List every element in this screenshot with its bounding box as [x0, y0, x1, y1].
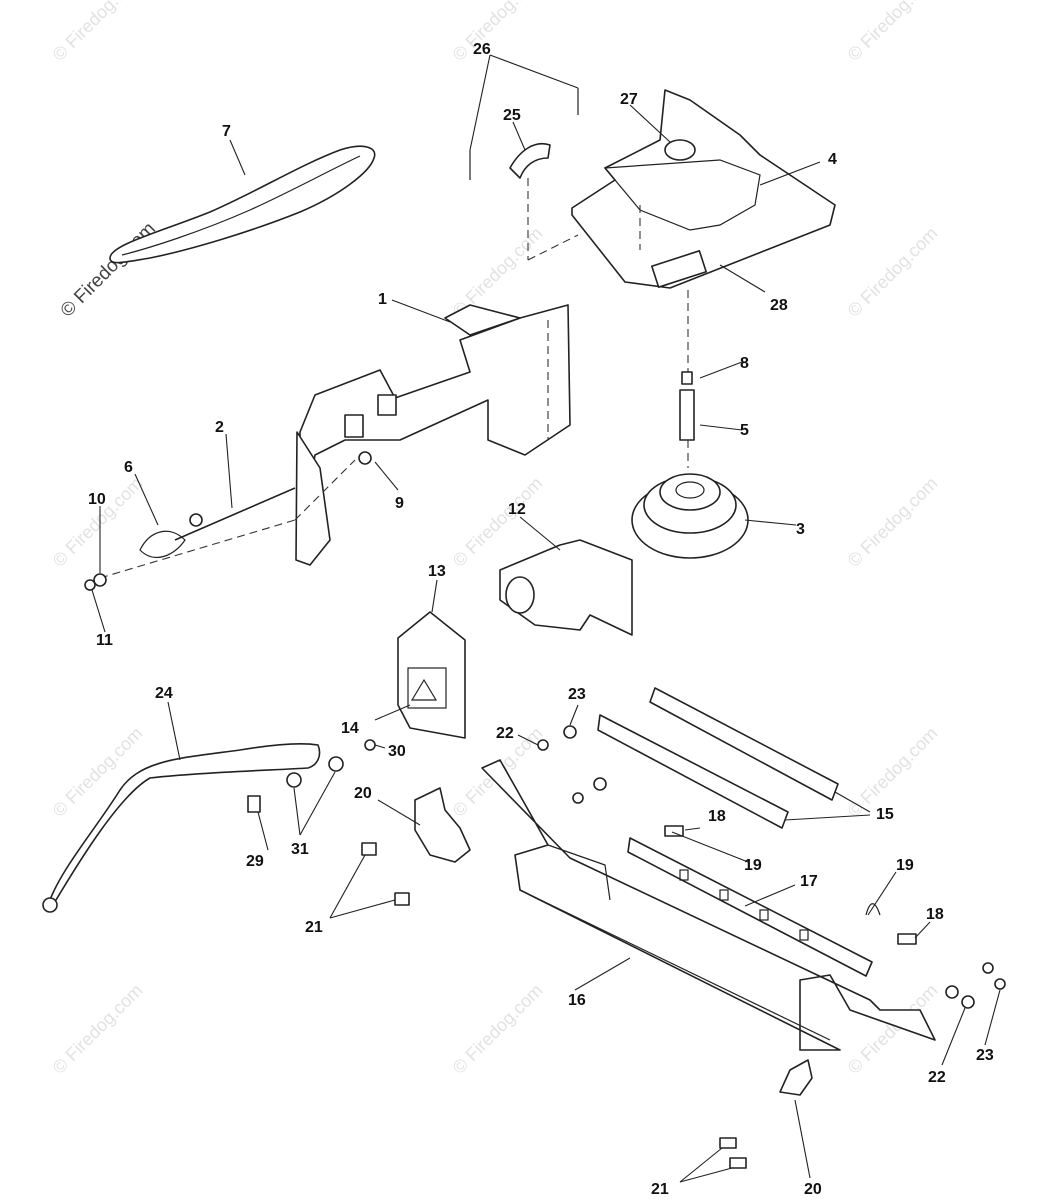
- callout-26: 26: [473, 41, 491, 58]
- callout-22: 22: [928, 1069, 946, 1086]
- callout-6: 6: [124, 459, 133, 476]
- callout-17: 17: [800, 873, 818, 890]
- callout-1: 1: [378, 291, 387, 308]
- callout-4: 4: [828, 151, 837, 168]
- leader-lines: [91, 54, 1001, 1183]
- pulley-part: [631, 473, 749, 559]
- watermark: © Firedog.com: [844, 0, 942, 65]
- callout-18: 18: [708, 808, 726, 825]
- callout-21: 21: [305, 919, 323, 936]
- bolt-set-lower: [719, 1137, 747, 1169]
- bolt-and-spacer-parts: [679, 290, 695, 468]
- callout-12: 12: [508, 501, 526, 518]
- cable-part: [42, 743, 344, 913]
- watermark: © Firedog.com: [844, 473, 942, 571]
- callout-15: 15: [876, 806, 894, 823]
- idler-bracket-part: [499, 539, 633, 636]
- callout-8: 8: [740, 355, 749, 372]
- callout-7: 7: [222, 123, 231, 140]
- pin-and-clip-parts: [469, 88, 579, 261]
- callout-labels: 7 26 25 27 4 28 1 8 5 2 6 9 10 11 12 3 1…: [88, 41, 994, 1198]
- callout-10: 10: [88, 491, 106, 508]
- watermark: © Firedog.com: [449, 0, 547, 65]
- callout-21: 21: [651, 1181, 669, 1198]
- slotted-bar-part: [627, 837, 873, 977]
- callout-29: 29: [246, 853, 264, 870]
- callout-27: 27: [620, 91, 638, 108]
- watermark: © Firedog.com: [449, 223, 547, 321]
- clamp-bracket-upper-part: [414, 787, 471, 863]
- callout-25: 25: [503, 107, 521, 124]
- washer-and-nut-parts: [537, 725, 684, 837]
- frame-part: [481, 759, 936, 1051]
- callout-30: 30: [388, 743, 406, 760]
- link-arm-parts: [597, 687, 839, 829]
- callout-19: 19: [744, 857, 762, 874]
- watermark: © Firedog.com: [449, 980, 547, 1078]
- callout-9: 9: [395, 495, 404, 512]
- callout-13: 13: [428, 563, 446, 580]
- callout-2: 2: [215, 419, 224, 436]
- bolt-set-upper: [361, 842, 410, 906]
- cover-plate-part: [571, 89, 836, 289]
- rod-and-pin-parts: [84, 451, 372, 591]
- callout-23: 23: [976, 1047, 994, 1064]
- callout-24: 24: [155, 685, 173, 702]
- clamp-bracket-lower-part: [779, 1059, 813, 1096]
- callout-14: 14: [341, 720, 359, 737]
- main-bracket-part: [295, 304, 571, 566]
- callout-5: 5: [740, 422, 749, 439]
- callout-28: 28: [770, 297, 788, 314]
- callout-22: 22: [496, 725, 514, 742]
- watermark: © Firedog.com: [49, 980, 147, 1078]
- watermark: © Firedog.com: [49, 0, 147, 65]
- watermark-layer: © Firedog.com © Firedog.com © Firedog.co…: [49, 0, 942, 1078]
- callout-16: 16: [568, 992, 586, 1009]
- pin-set-lower-right: [865, 903, 1006, 1009]
- watermark: © Firedog.com: [844, 223, 942, 321]
- belt-part: [109, 145, 376, 264]
- callout-19: 19: [896, 857, 914, 874]
- shield-plate-part: [364, 611, 466, 751]
- callout-20: 20: [354, 785, 372, 802]
- callout-11: 11: [96, 632, 113, 649]
- callout-23: 23: [568, 686, 586, 703]
- watermark: © Firedog.com: [49, 723, 147, 821]
- callout-31: 31: [291, 841, 309, 858]
- watermark: © Firedog.com: [49, 473, 147, 571]
- callout-18: 18: [926, 906, 944, 923]
- callout-20: 20: [804, 1181, 822, 1198]
- callout-3: 3: [796, 521, 805, 538]
- watermark-prominent: © Firedog.com: [57, 218, 160, 321]
